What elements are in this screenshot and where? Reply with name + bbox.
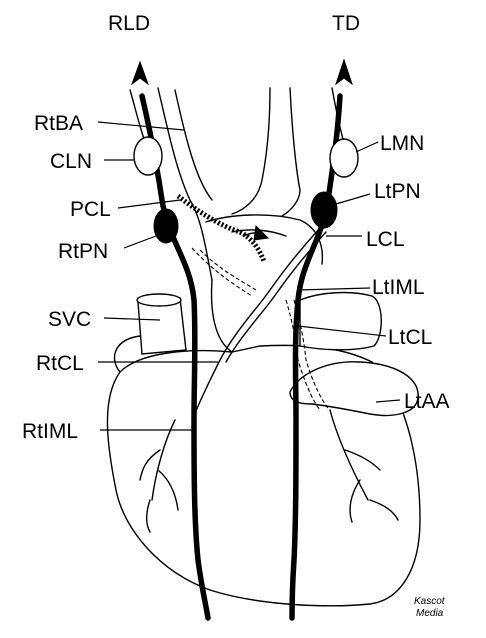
label-rtba: RtBA (34, 112, 83, 135)
td-arrow-icon (336, 60, 352, 84)
label-ltiml: LtIML (372, 276, 425, 299)
label-rld: RLD (108, 12, 150, 35)
pulmonary-trunk (300, 293, 381, 350)
ltpn-leader (336, 194, 370, 204)
label-ltaa: LtAA (404, 390, 450, 413)
rtpn-leader (124, 236, 156, 248)
lmn-node (330, 139, 358, 177)
rtba-right-wall (175, 90, 212, 200)
lmn-leader (356, 142, 378, 152)
ascending-aorta (212, 280, 232, 352)
rtcl-dashed-2 (192, 248, 252, 296)
rld-arrow-icon (132, 62, 148, 84)
rtpn-node (154, 209, 178, 243)
label-rtiml: RtIML (22, 420, 78, 443)
label-lmn: LMN (380, 132, 424, 155)
lt-brachiocephalic-lower (282, 88, 300, 216)
credit-line-2: Media (416, 608, 444, 619)
credit-line-1: Kascot (414, 596, 446, 607)
label-lcl: LCL (366, 228, 405, 251)
lt-brachiocephalic-upper (232, 88, 270, 214)
label-pcl: PCL (70, 198, 111, 221)
label-ltcl: LtCL (388, 326, 432, 349)
label-rtpn: RtPN (58, 240, 108, 263)
svc-opening (137, 294, 181, 306)
label-cln: CLN (50, 150, 92, 173)
pcl-duct (178, 196, 264, 262)
pcl-leader (118, 200, 180, 208)
rtba-left-wall (158, 88, 212, 280)
ltiml-leader (298, 288, 370, 290)
rtcl-dashed (200, 250, 256, 290)
label-svc: SVC (48, 308, 91, 331)
ltpn-node (311, 192, 337, 228)
label-td: TD (332, 12, 360, 35)
label-rtcl: RtCL (36, 352, 84, 375)
cln-node (134, 137, 162, 175)
label-ltpn: LtPN (374, 180, 421, 203)
